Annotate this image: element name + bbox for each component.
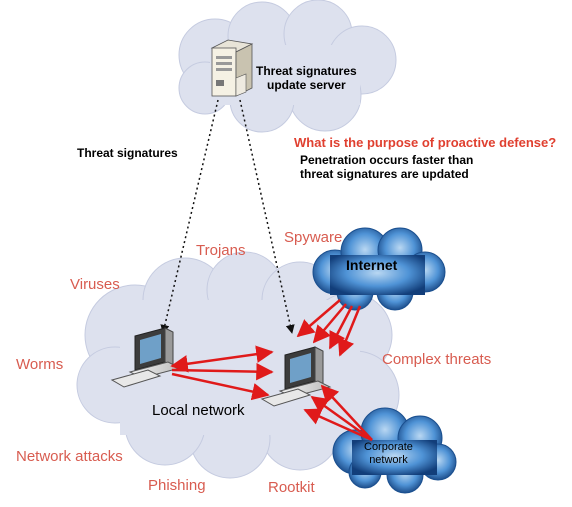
local-network-label: Local network — [152, 402, 245, 419]
left-pc-icon — [110, 327, 182, 388]
corporate-label: Corporate network — [364, 441, 413, 467]
corporate-cloud-shape — [332, 407, 457, 494]
server-label-line2: update server — [267, 78, 346, 92]
server-label: Threat signatures update server — [256, 64, 357, 92]
internet-label: Internet — [346, 257, 398, 273]
threat-trojans: Trojans — [196, 242, 246, 259]
threat-network-attacks: Network attacks — [16, 448, 123, 465]
corporate-arrows — [303, 384, 373, 442]
threat-viruses: Viruses — [70, 276, 120, 293]
right-pc-icon — [260, 346, 332, 407]
answer-line1: Penetration occurs faster than — [300, 153, 474, 167]
server-icon — [210, 39, 254, 97]
corporate-label-line2: network — [369, 454, 408, 466]
lan-arrows — [170, 345, 274, 401]
threat-signatures-note: Threat signatures — [77, 146, 178, 160]
threat-phishing: Phishing — [148, 477, 206, 494]
corporate-label-line1: Corporate — [364, 441, 413, 453]
threat-complex: Complex threats — [382, 351, 492, 368]
threat-spyware: Spyware — [284, 229, 343, 246]
internet-cloud-shape — [312, 227, 446, 311]
threat-rootkit: Rootkit — [268, 479, 315, 496]
server-label-line1: Threat signatures — [256, 64, 357, 78]
threat-worms: Worms — [16, 356, 64, 373]
question-title: What is the purpose of proactive defense… — [294, 135, 557, 150]
answer-line2: threat signatures are updated — [300, 167, 469, 181]
internet-arrows — [296, 299, 362, 357]
